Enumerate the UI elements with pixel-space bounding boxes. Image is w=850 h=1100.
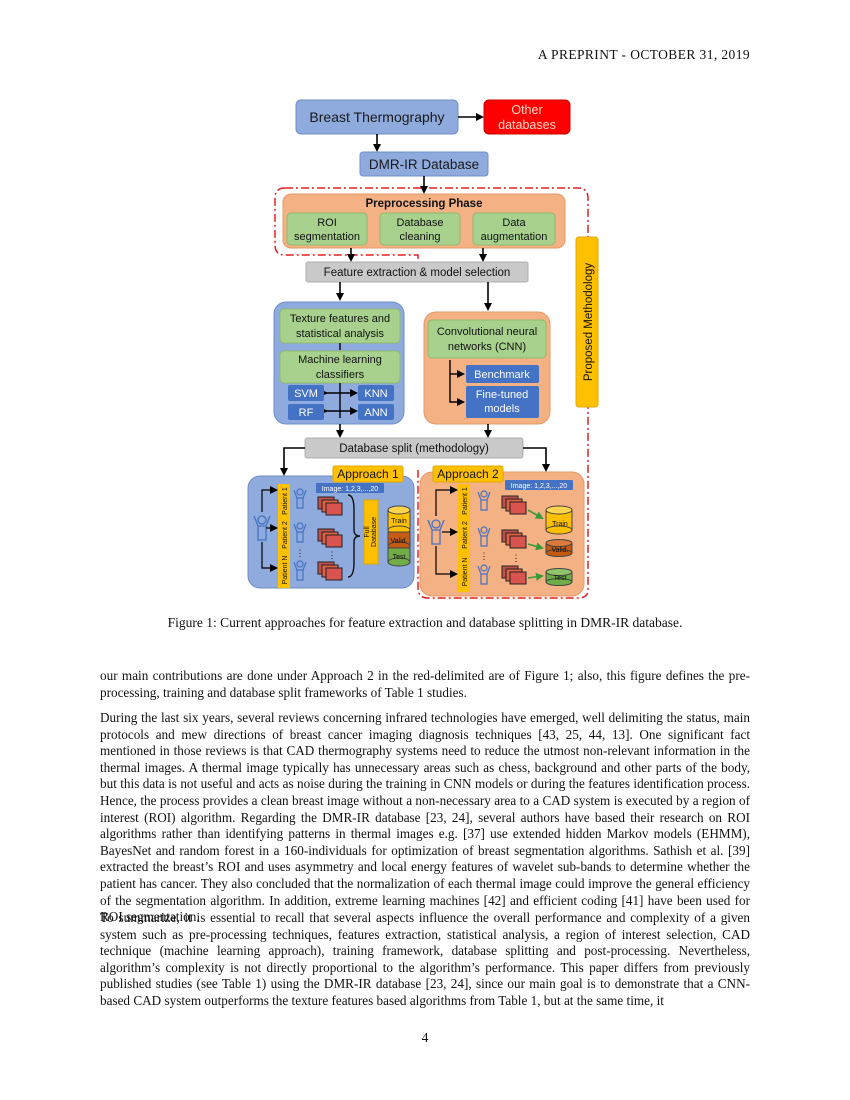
a2-small-figures-icon (477, 490, 491, 585)
feature-extraction-label: Feature extraction & model selection (324, 267, 511, 279)
preprocessing-title: Preprocessing Phase (366, 198, 483, 210)
a1-brace (347, 494, 361, 578)
database-cleaning-line1: Database (396, 217, 443, 229)
a1-patient-1: Patient 1 (282, 487, 289, 515)
a2-valid-label: Valid. (552, 547, 569, 554)
other-databases-label-line2: databases (498, 118, 556, 132)
approach-2-panel: Approach 2 Image: 1,2,3,...,20 Patient 1… (419, 465, 585, 597)
roi-segmentation-line2: segmentation (294, 231, 360, 243)
breast-thermography-box: Breast Thermography (295, 99, 459, 135)
dmr-ir-database-label: DMR-IR Database (369, 157, 479, 172)
knn-label: KNN (364, 388, 387, 400)
a2-thermal-images-icon (501, 495, 527, 585)
roi-segmentation-line1: ROI (317, 217, 337, 229)
proposed-methodology-tag: Proposed Methodology (575, 236, 599, 408)
database-cleaning-line2: cleaning (400, 231, 441, 243)
cnn-line1: Convolutional neural (437, 326, 537, 338)
paragraph-1: our main contributions are done under Ap… (100, 668, 750, 700)
texture-features-line2: statistical analysis (296, 328, 385, 340)
preprocessing-phase-box: Preprocessing Phase ROI segmentation Dat… (282, 193, 566, 249)
figure-caption: Figure 1: Current approaches for feature… (167, 615, 683, 630)
benchmark-label: Benchmark (474, 369, 530, 381)
approach-1-image-label: Image: 1,2,3,...,20 (322, 486, 379, 493)
approach-2-label: Approach 2 (437, 467, 499, 481)
arrow-split-to-approach2 (523, 447, 550, 472)
approach-2-image-label: Image: 1,2,3,...,20 (511, 483, 568, 490)
proposed-methodology-outline (274, 187, 589, 599)
other-databases-label-line1: Other (511, 103, 542, 117)
data-augmentation-line1: Data (502, 217, 526, 229)
fine-tuned-line1: Fine-tuned (476, 389, 529, 401)
a2-train-label: Train (552, 521, 568, 528)
database-split-label: Database split (methodology) (339, 443, 489, 455)
figure-1: Breast Thermography Other databases DMR-… (247, 99, 599, 599)
other-databases-box: Other databases (483, 99, 571, 135)
paragraph-2: During the last six years, several revie… (100, 710, 750, 925)
breast-thermography-label: Breast Thermography (309, 109, 444, 125)
a2-dots-1: ⋮ (480, 551, 489, 561)
svm-label: SVM (294, 388, 318, 400)
data-augmentation-line2: augmentation (481, 231, 548, 243)
rf-label: RF (299, 407, 314, 419)
database-split-box: Database split (methodology) (304, 437, 524, 459)
a1-dots-1: ⋮ (296, 548, 305, 558)
full-database-line2: Database (371, 517, 378, 547)
proposed-methodology-label: Proposed Methodology (583, 263, 595, 382)
a2-database-cylinders-icon (545, 505, 573, 586)
a2-dots-2: ⋮ (512, 553, 521, 563)
arrow-split-to-approach1 (280, 447, 305, 476)
a2-patient-2: Patient 2 (462, 521, 469, 549)
paragraph-3: To summarize, it is essential to recall … (100, 910, 750, 1008)
a1-dots-2: ⋮ (328, 550, 337, 560)
a2-patient-figure-icon (427, 519, 445, 545)
a1-patient-2: Patient 2 (282, 521, 289, 549)
dmr-ir-database-box: DMR-IR Database (359, 151, 489, 177)
ml-classifiers-line1: Machine learning (298, 354, 382, 366)
a2-patient-n: Patient N (462, 558, 469, 587)
a1-train-label: Train (391, 518, 407, 525)
feature-extraction-box: Feature extraction & model selection (305, 261, 529, 283)
texture-ml-block: Texture features and statistical analysi… (273, 301, 405, 425)
a1-patient-figure-icon (253, 515, 271, 541)
a1-thermal-images-icon (317, 496, 343, 581)
a1-database-cylinders-icon (387, 505, 411, 567)
page-number: 4 (421, 1030, 429, 1045)
full-database-line1: Full (364, 526, 371, 538)
a1-patient-n: Patient N (282, 556, 289, 585)
approach-1-panel: Approach 1 Image: 1,2,3,...,20 Patient 1… (247, 465, 415, 589)
cnn-block: Convolutional neural networks (CNN) Benc… (423, 311, 551, 425)
a1-small-figures-icon (293, 488, 307, 581)
a2-test-label: Test (554, 575, 567, 582)
a2-patient-1: Patient 1 (462, 487, 469, 515)
fine-tuned-line2: models (484, 403, 520, 415)
a1-test-label: Test (393, 554, 406, 561)
page-header: A PREPRINT - OCTOBER 31, 2019 (537, 47, 750, 62)
a1-valid-label: Valid. (391, 538, 408, 545)
texture-features-line1: Texture features and (290, 313, 390, 325)
ml-classifiers-line2: classifiers (316, 369, 365, 381)
cnn-line2: networks (CNN) (448, 341, 526, 353)
approach-1-label: Approach 1 (337, 467, 399, 481)
ann-label: ANN (364, 407, 387, 419)
